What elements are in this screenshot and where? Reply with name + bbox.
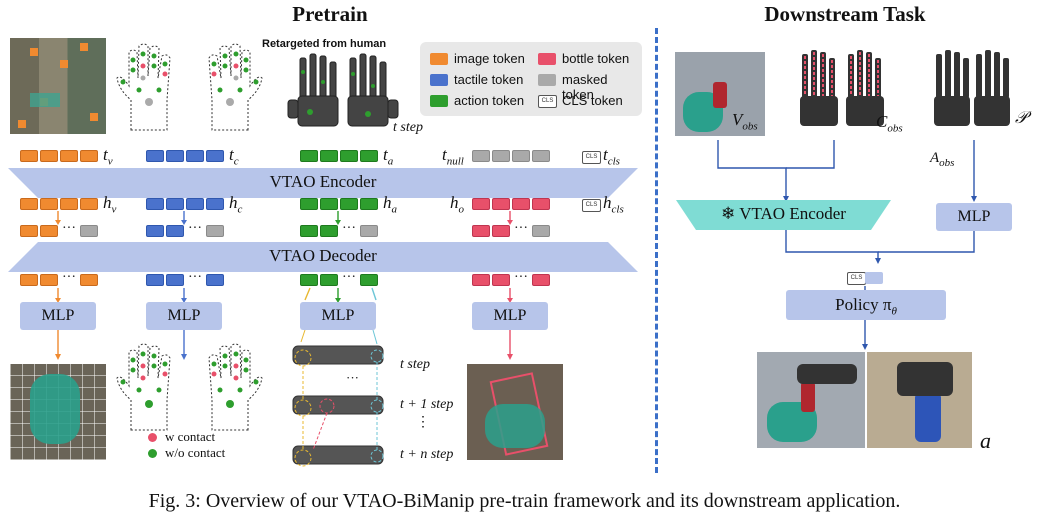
legend-masked-swatch [538,74,556,86]
downstream-mlp: MLP [936,203,1012,231]
downstream-title: Downstream Task [764,2,926,26]
figure-caption: Fig. 3: Overview of our VTAO-BiManip pre… [148,490,901,512]
mask-arrows [55,211,513,225]
contact-dot [148,433,157,442]
input-cls-token: CLS [582,151,601,164]
t-null-label: tnull [442,145,464,168]
legend-bottle: bottle token [562,51,630,66]
h-v-label: hv [103,193,117,216]
h-a-label: ha [383,193,397,216]
step-tn-label: t + n step [400,447,454,462]
tactile-hand-right-recon-icon [208,343,263,431]
section-divider [655,28,658,473]
downstream-feature-token [865,272,883,284]
a-obs-label: Aobs [930,150,955,169]
seq-ellipsis: ··· [346,370,359,385]
token-legend: image token bottle token tactile token m… [420,42,642,116]
step-t-label: t step [400,357,430,372]
legend-bottle-swatch [538,53,556,65]
contact-label: w contact [165,429,216,444]
robot-hands-icon [287,53,399,127]
legend-cls-swatch: CLS [538,95,557,108]
action-sequence-hands-icon [292,330,384,467]
downstream-cls-token: CLS [847,272,866,285]
tactile-hand-left-masked-icon [116,43,171,131]
tactile-hand-right-masked-icon [208,43,263,131]
step-vdots: ⋮ [416,415,430,430]
no-contact-label: w/o contact [165,445,226,460]
legend-tactile-swatch [430,74,448,86]
frozen-encoder-shape [676,200,891,230]
t-a-label: ta [383,145,394,168]
policy-box: Policy πθ [786,290,946,320]
bottle-reconstruction-photo [467,364,563,460]
vtao-decoder-label: VTAO Decoder [269,246,377,265]
no-contact-dot [148,449,157,458]
sim-result-photo [757,352,865,448]
mlp-tactile: MLP [146,302,222,330]
mlp-image: MLP [20,302,96,330]
p-label: 𝒫 [1015,108,1028,127]
action-output-label: a [980,428,991,453]
frozen-encoder-label: ❄ VTAO Encoder [721,204,846,223]
retarget-label: Retargeted from human [262,38,387,50]
t-step-top-label: t step [393,120,423,135]
vtao-encoder-bar [8,168,638,198]
proprio-robot-hands-icon [934,50,1010,126]
legend-tactile: tactile token [454,72,524,87]
legend-image: image token [454,51,525,66]
legend-action-swatch [430,95,448,107]
step-t1-label: t + 1 step [400,397,454,412]
downstream-observation-photo [675,52,765,136]
t-v-label: tv [103,145,113,168]
vtao-decoder-bar [8,242,638,272]
downstream-arrows [717,140,977,350]
legend-cls: CLS token [562,93,623,108]
tactile-robot-hands-icon [800,50,884,126]
h-o-label: ho [450,193,464,216]
h-c-label: hc [229,193,243,216]
mlp-bottle: MLP [472,302,548,330]
masked-image-photo [10,38,106,134]
vtao-encoder-label: VTAO Encoder [269,172,377,191]
pretrain-title: Pretrain [292,2,368,26]
t-c-label: tc [229,145,239,168]
real-result-photo [867,352,972,448]
tactile-hand-left-recon-icon [116,343,171,431]
h-cls-token: CLS [582,199,601,212]
legend-masked: masked token [562,72,608,102]
image-reconstruction-photo [10,364,106,460]
mlp-arrows [55,287,513,360]
snowflake-icon: ❄ [721,204,736,223]
legend-image-swatch [430,53,448,65]
c-obs-label: Cobs [876,112,903,135]
mlp-action: MLP [300,302,376,330]
t-cls-label: tcls [603,145,620,168]
v-obs-label: Vobs [732,110,758,133]
h-cls-label: hcls [603,193,624,216]
legend-action: action token [454,93,525,108]
